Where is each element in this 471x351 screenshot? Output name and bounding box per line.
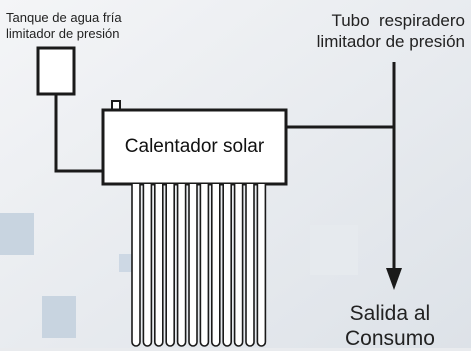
outlet-label: Salida al Consumo [345,301,435,351]
collector-tube [176,184,187,347]
tank-label-line-2: limitador de presión [6,26,120,41]
collector-tube [142,184,153,347]
collector-tube [165,184,175,347]
vent-tube-label: Tubo respiradero limitador de presión [317,10,465,52]
outlet-label-line-2: Consumo [345,327,435,350]
inlet-pipe [54,94,103,173]
decor-square [310,225,358,275]
collector-tube [131,184,141,347]
collector-tube [188,184,198,347]
collector-tube [256,184,267,347]
collector-tube [211,184,221,347]
collector-tube [245,184,255,347]
decor-square [119,254,133,272]
collector-tube [233,184,244,347]
collector-tube [199,184,210,347]
cold-water-tank [36,46,76,96]
collector-tubes [131,184,267,347]
decor-square [42,296,76,338]
decor-square [0,213,34,255]
collector-tube [222,184,232,347]
tank-label-line-1: Tanque de agua fría [6,10,122,25]
tank-label: Tanque de agua fría limitador de presión [6,10,122,42]
outlet-label-line-1: Salida al [349,302,431,325]
outlet-arrow-icon [386,268,402,290]
vent-tube-label-line-2: limitador de presión [316,32,465,51]
vent-tube-label-line-1: Tubo respiradero [331,11,465,30]
heater-label: Calentador solar [124,136,265,157]
collector-tube [154,184,164,347]
